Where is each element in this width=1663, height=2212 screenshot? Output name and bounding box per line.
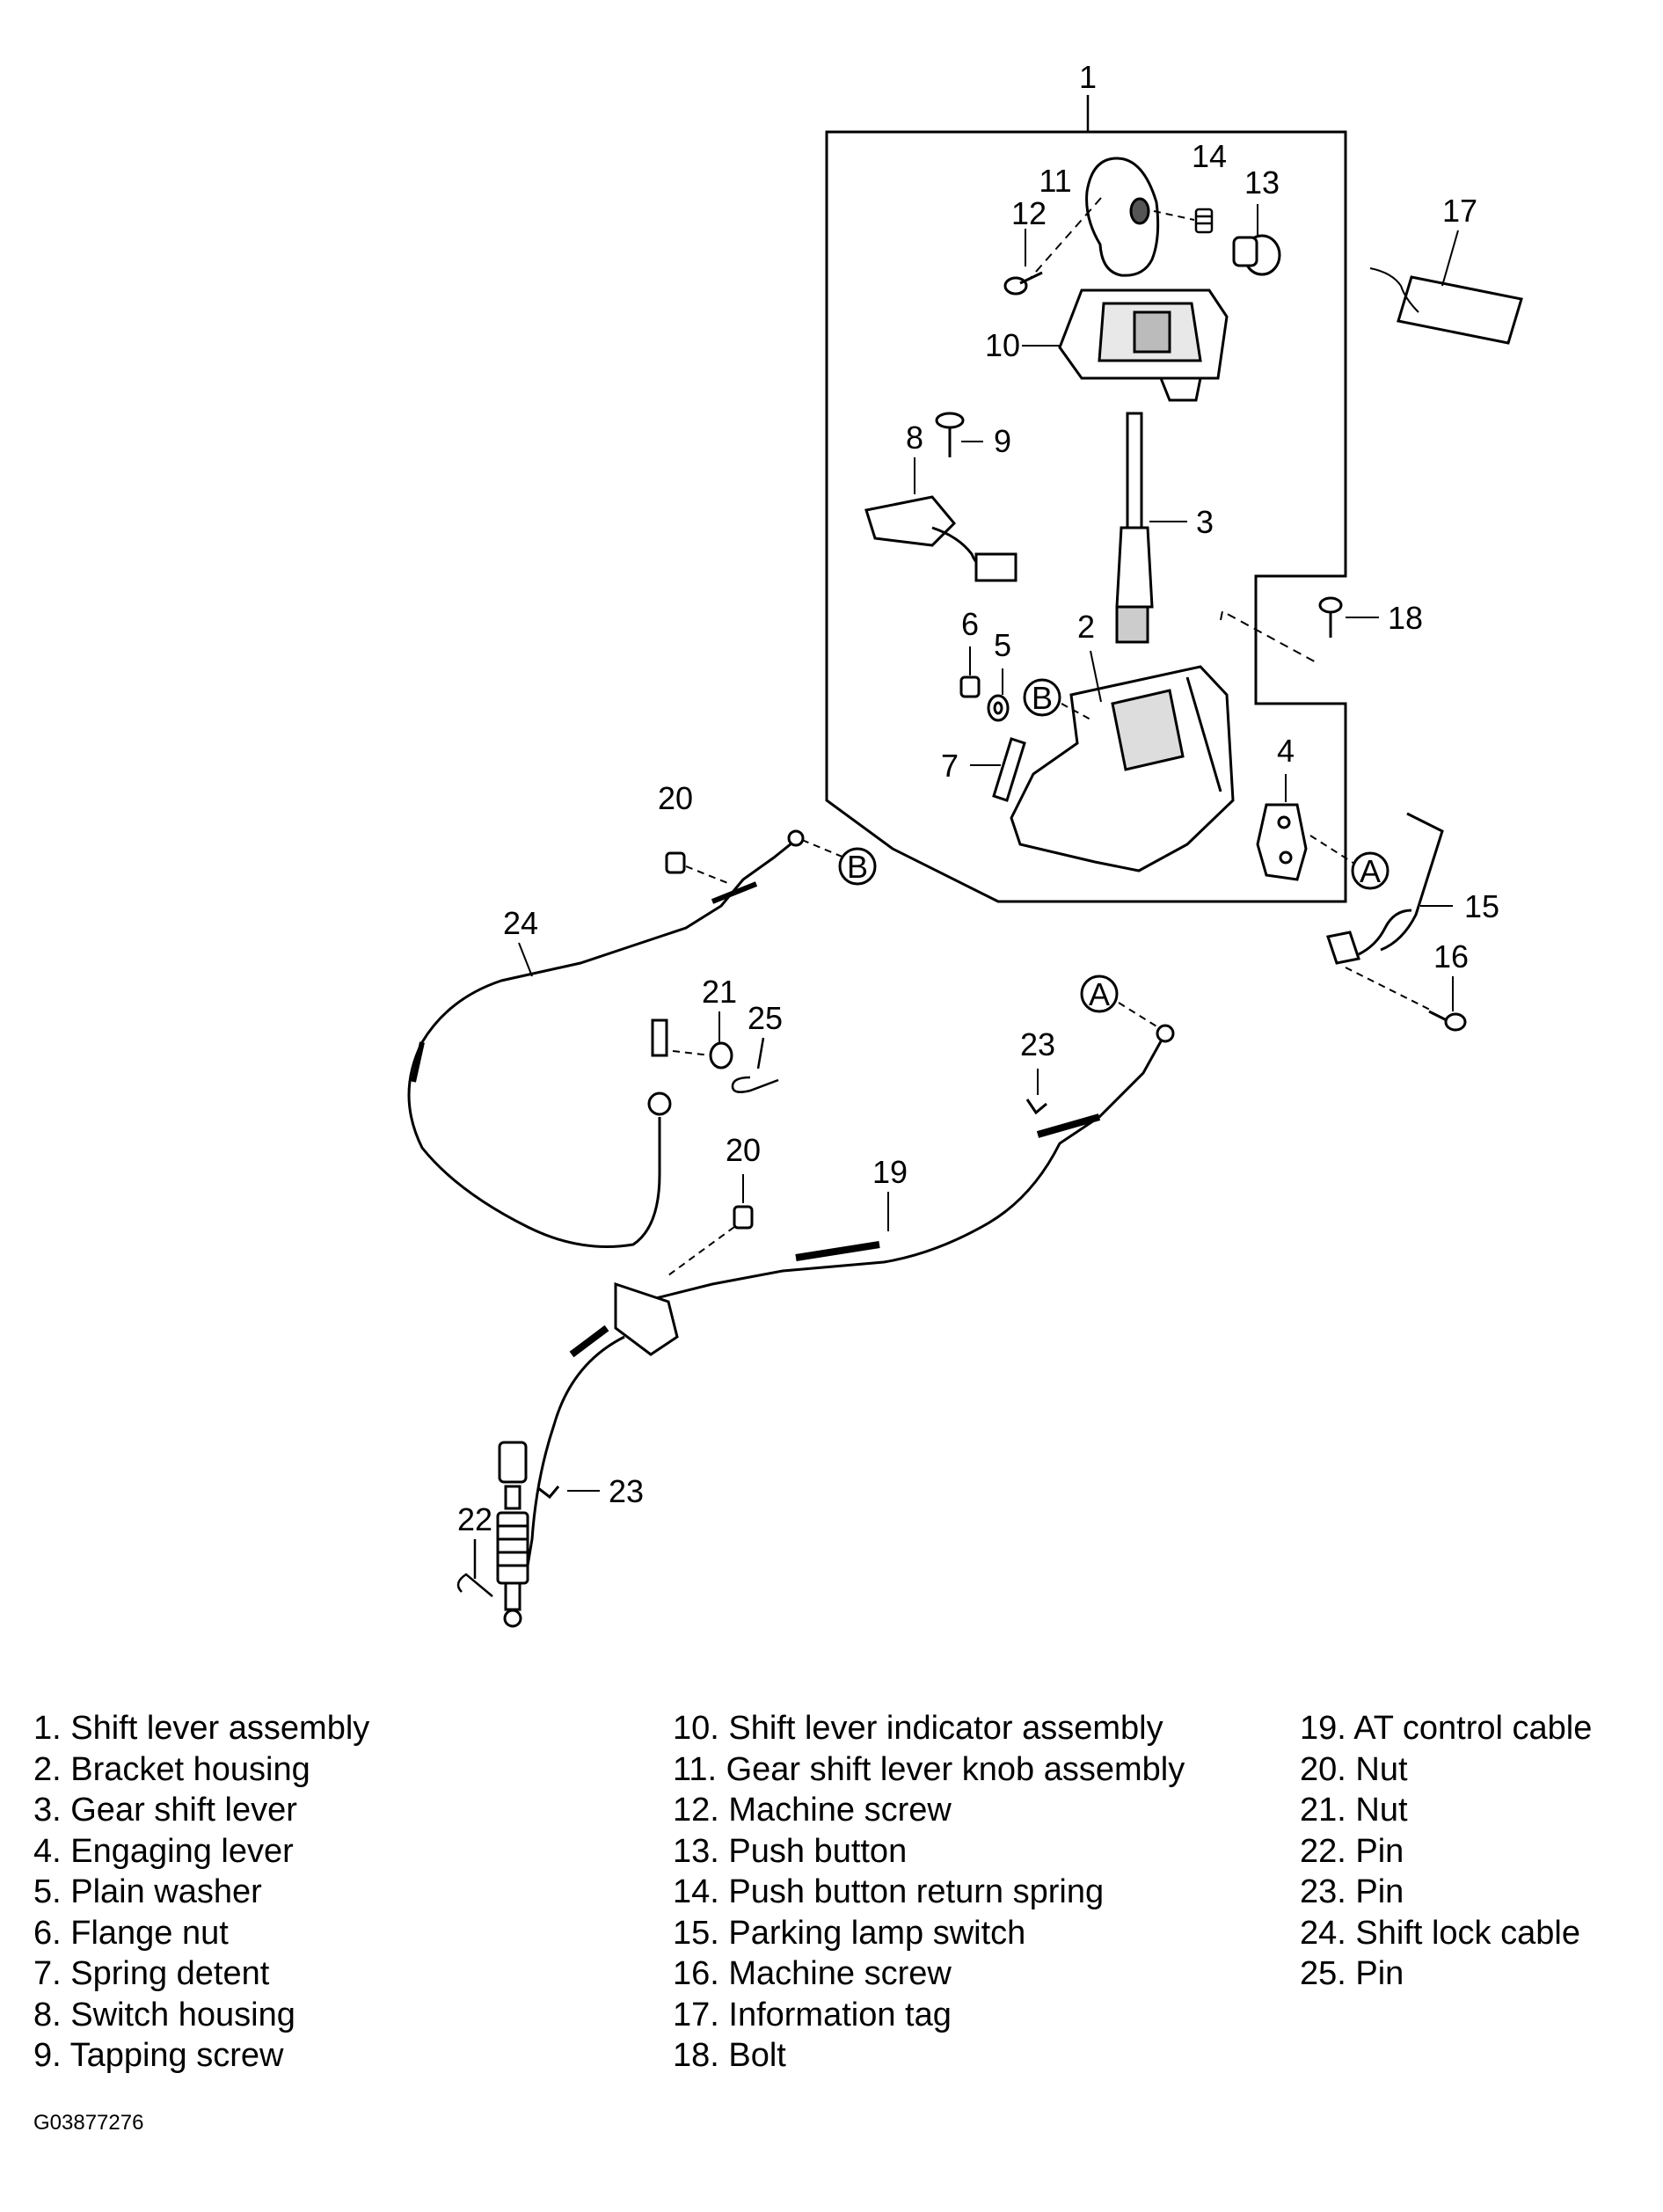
- connector-a-right-label: A: [1360, 853, 1381, 889]
- legend-item: 25. Pin: [1300, 1955, 1404, 1992]
- legend-item: 10. Shift lever indicator assembly: [673, 1710, 1163, 1747]
- callout-13: 13: [1244, 164, 1280, 201]
- connector-a-lower-label: A: [1089, 976, 1110, 1012]
- callout-20-lower: 20: [726, 1132, 761, 1168]
- nut-20-upper-part: [665, 851, 731, 885]
- legend-item: 19. AT control cable: [1300, 1710, 1593, 1747]
- legend-item: 17. Information tag: [673, 1996, 952, 2033]
- pin-23-lower-part: [537, 1486, 600, 1500]
- callout-22: 22: [457, 1501, 492, 1537]
- indicator-part: [1022, 288, 1229, 402]
- callout-1: 1: [1079, 59, 1097, 95]
- pin-23-upper-part: [1025, 1069, 1047, 1115]
- legend-item: 11. Gear shift lever knob assembly: [673, 1750, 1185, 1788]
- legend-item: 7. Spring detent: [33, 1955, 270, 1992]
- tapping-screw-part: [935, 412, 983, 457]
- legend-item: 2. Bracket housing: [33, 1750, 310, 1788]
- callout-25: 25: [748, 1000, 783, 1036]
- bolt-part: [1220, 596, 1379, 665]
- parking-lamp-switch-part: [1326, 812, 1453, 1012]
- legend-item: 21. Nut: [1300, 1792, 1408, 1829]
- callout-18: 18: [1388, 600, 1423, 636]
- legend-item: 22. Pin: [1300, 1832, 1404, 1870]
- callout-20-upper: 20: [658, 780, 693, 816]
- callout-2: 2: [1077, 609, 1095, 645]
- connector-a-lower: A: [1080, 975, 1162, 1030]
- information-tag-part: [1369, 230, 1523, 345]
- connector-b-upper-label: B: [1032, 680, 1053, 716]
- legend-item: 13. Push button: [673, 1832, 908, 1870]
- gear-shift-knob-part: [1028, 157, 1160, 281]
- callout-5: 5: [994, 627, 1011, 663]
- pin-22-part: [456, 1539, 493, 1597]
- legend-item: 23. Pin: [1300, 1873, 1404, 1910]
- bracket-housing-part: [1010, 650, 1235, 872]
- callout-4: 4: [1277, 733, 1295, 769]
- legend-item: 5. Plain washer: [33, 1873, 262, 1910]
- legend-item: 9. Tapping screw: [33, 2037, 284, 2074]
- machine-screw-16-part: [1428, 976, 1467, 1032]
- figure-id: G03877276: [33, 2111, 144, 2135]
- callout-14: 14: [1192, 138, 1227, 174]
- switch-housing-part: [864, 457, 1017, 582]
- connector-b-lower-label: B: [847, 849, 868, 885]
- machine-screw-part: [1003, 229, 1043, 296]
- legend-item: 12. Machine screw: [673, 1792, 952, 1829]
- engaging-lever-part: [1256, 774, 1360, 881]
- callout-21: 21: [702, 974, 737, 1010]
- nut-21-part: [672, 1011, 733, 1069]
- return-spring-part: [1153, 208, 1214, 234]
- legend-item: 16. Machine screw: [673, 1955, 952, 1992]
- legend-column-1: 1. Shift lever assembly 2. Bracket housi…: [33, 1708, 369, 2077]
- callout-3: 3: [1196, 504, 1214, 540]
- callout-7: 7: [941, 748, 959, 784]
- legend-item: 14. Push button return spring: [673, 1873, 1105, 1910]
- cable-end-part: [496, 1441, 529, 1628]
- legend-item: 8. Switch housing: [33, 1996, 295, 2033]
- legend-item: 4. Engaging lever: [33, 1832, 294, 1870]
- legend-item: 1. Shift lever assembly: [33, 1710, 370, 1747]
- legend-item: 18. Bolt: [673, 2037, 786, 2074]
- connector-b-upper: B: [1023, 678, 1091, 720]
- push-button-part: [1232, 204, 1281, 276]
- at-control-cable-part: [526, 1024, 1175, 1566]
- pin-25-part: [731, 1037, 779, 1093]
- legend-item: 3. Gear shift lever: [33, 1792, 297, 1829]
- legend-item: 24. Shift lock cable: [1300, 1914, 1580, 1952]
- callout-9: 9: [994, 423, 1011, 459]
- callout-17: 17: [1442, 193, 1477, 229]
- assembly-outline: [825, 130, 1347, 903]
- legend-column-2: 10. Shift lever indicator assembly 11. G…: [673, 1708, 1185, 2077]
- legend-item: 20. Nut: [1300, 1750, 1408, 1788]
- legend-item: 15. Parking lamp switch: [673, 1914, 1026, 1952]
- callout-8: 8: [906, 420, 923, 456]
- callout-6: 6: [961, 606, 979, 642]
- spring-detent-part: [970, 737, 1026, 802]
- nut-20-lower-part: [667, 1174, 754, 1276]
- flange-nut-part: [959, 646, 981, 698]
- callout-16: 16: [1433, 938, 1469, 975]
- connector-b-lower: B: [838, 847, 877, 886]
- callout-12: 12: [1011, 195, 1047, 231]
- callout-23-upper: 23: [1020, 1026, 1055, 1062]
- legend-column-3: 19. AT control cable 20. Nut 21. Nut 22.…: [1300, 1708, 1592, 1995]
- plain-washer-part: [987, 668, 1010, 722]
- callout-11: 11: [1039, 163, 1071, 199]
- gear-shift-lever-part: [1115, 412, 1187, 644]
- callout-23-lower: 23: [609, 1473, 644, 1509]
- legend-item: 6. Flange nut: [33, 1914, 229, 1952]
- callout-19: 19: [872, 1154, 908, 1190]
- callout-15: 15: [1464, 888, 1499, 924]
- callout-10: 10: [985, 327, 1020, 363]
- exploded-parts-diagram: B A B: [407, 59, 1523, 1628]
- connector-a-right: A: [1351, 851, 1389, 890]
- shift-lock-cable-part: [407, 829, 845, 1248]
- callout-24: 24: [503, 905, 538, 941]
